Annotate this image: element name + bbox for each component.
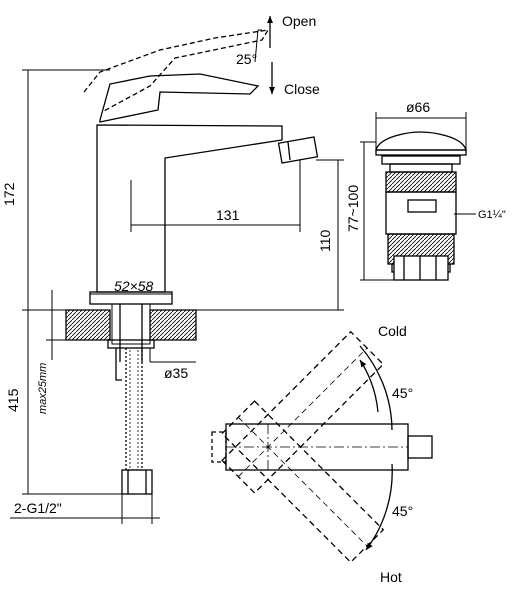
dimensions-drain xyxy=(360,112,476,281)
max-thickness-label: max25mm xyxy=(37,363,49,414)
faucet-body xyxy=(96,124,283,293)
hot-label: Hot xyxy=(380,569,402,585)
connection-label: 2-G1/2" xyxy=(14,500,62,516)
drain-body xyxy=(385,191,457,235)
handle-angle-label: 25° xyxy=(236,51,257,67)
dimensions-side xyxy=(10,69,344,524)
supply-hose-left xyxy=(115,348,122,381)
drain-diameter-label: ø66 xyxy=(406,99,430,115)
hole-diameter-label: ø35 xyxy=(164,365,188,381)
hot-swing-arc xyxy=(365,463,393,551)
pop-up-drain xyxy=(375,131,467,281)
base-size-label: 52×58 xyxy=(114,278,154,294)
faucet-side-view xyxy=(65,16,319,495)
hose-length-label: 415 xyxy=(5,388,21,412)
labels: Open Close 25° 172 131 110 52×58 ø35 415… xyxy=(1,13,506,585)
open-label: Open xyxy=(282,13,316,29)
handle-open-dashed xyxy=(83,29,270,113)
faucet-top-view xyxy=(211,330,433,564)
hose-nut xyxy=(121,469,153,495)
drain-cap xyxy=(375,131,467,151)
swing-upper-label: 45° xyxy=(392,385,413,401)
spout-reach-label: 131 xyxy=(216,207,240,223)
drain-thread-label: G1¼" xyxy=(478,209,506,221)
spout-outlet xyxy=(277,136,319,164)
countertop xyxy=(65,309,197,341)
handle-closed xyxy=(99,73,260,123)
cold-swing-arc xyxy=(359,359,379,413)
spout-height-label: 110 xyxy=(317,229,333,252)
drain-height-label: 77~100 xyxy=(345,185,361,232)
swing-lower-label: 45° xyxy=(392,503,413,519)
cold-label: Cold xyxy=(378,323,407,339)
close-label: Close xyxy=(284,81,320,97)
supply-hose xyxy=(125,348,143,471)
height-total-label: 172 xyxy=(1,182,17,206)
